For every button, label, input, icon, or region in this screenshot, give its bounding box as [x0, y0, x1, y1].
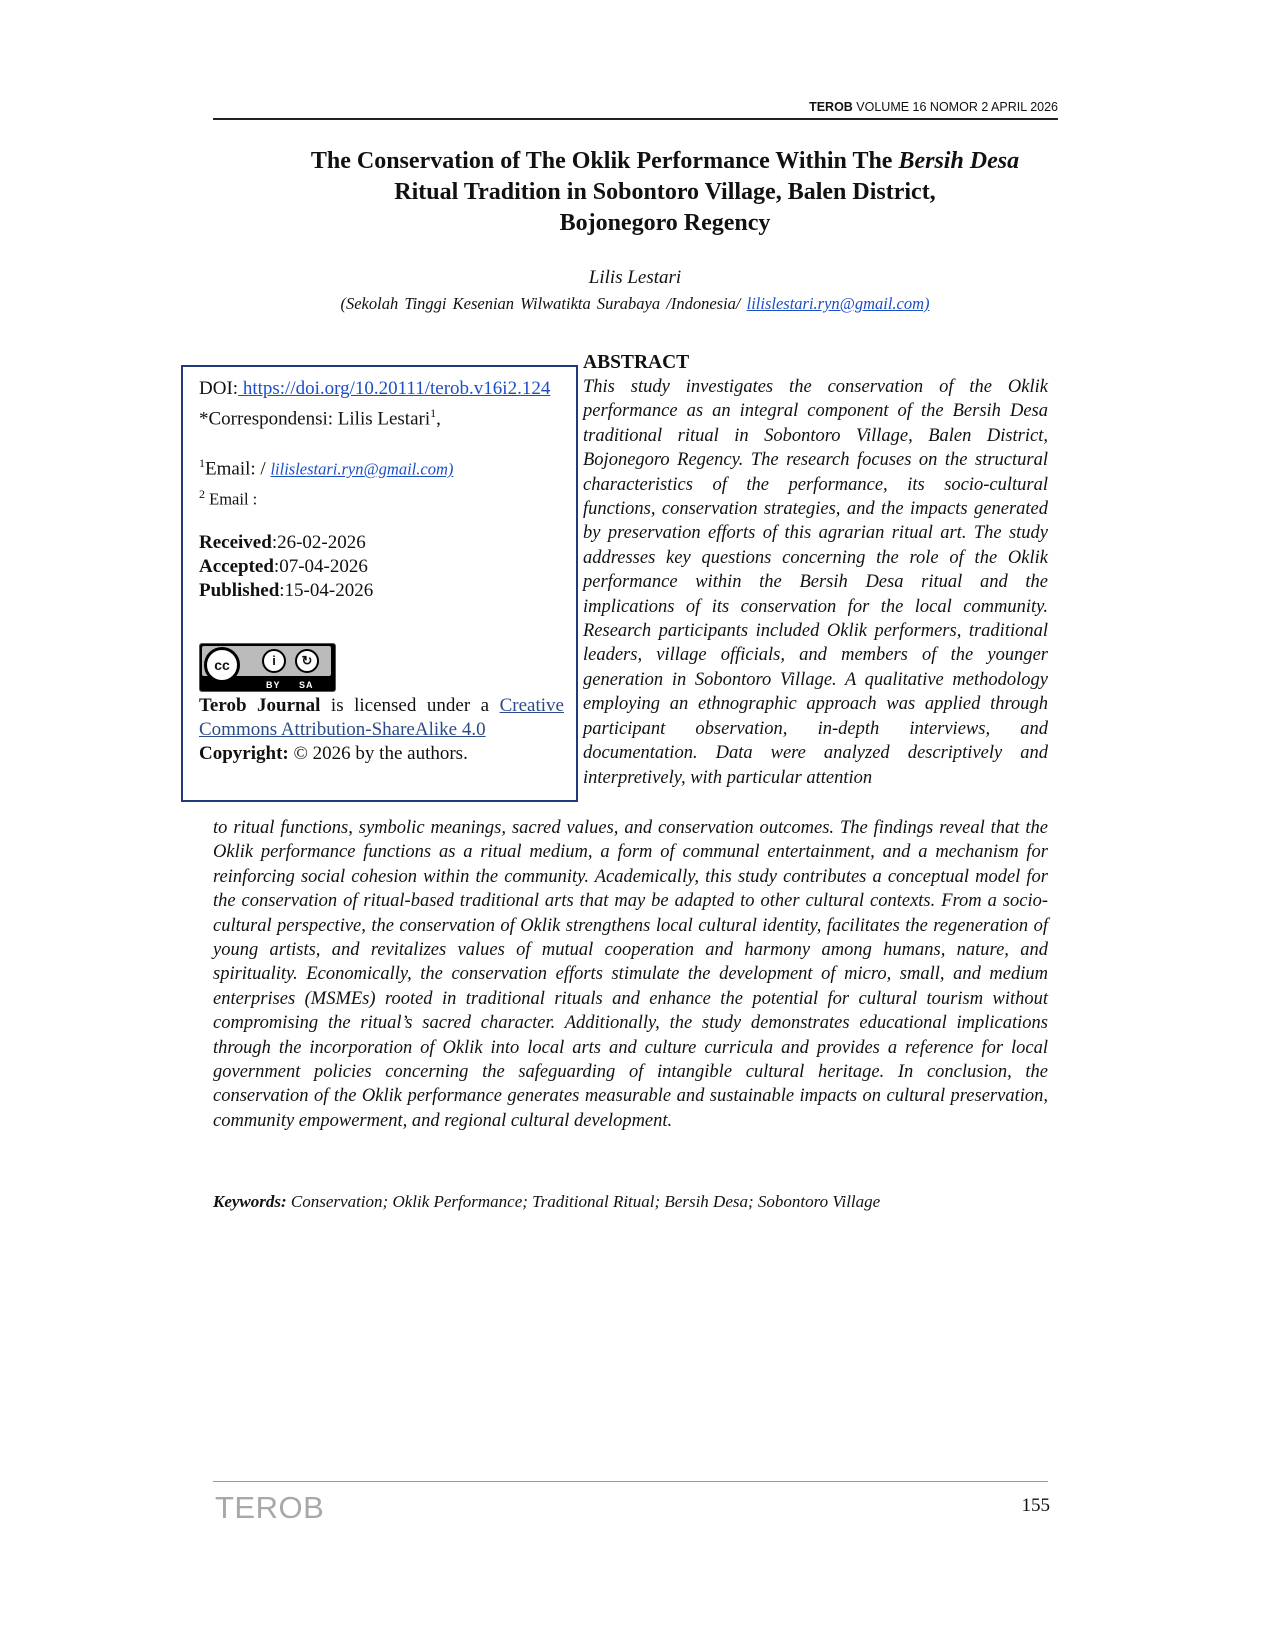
email1-sup: 1 — [199, 456, 205, 471]
license-statement: Terob Journal is licensed under a Creati… — [199, 694, 564, 742]
copyright-row: Copyright: © 2026 by the authors. — [199, 742, 576, 766]
attribution-person-icon: i — [262, 649, 286, 674]
title-line-2: Ritual Tradition in Sobontoro Village, B… — [394, 179, 936, 205]
issue-info: VOLUME 16 NOMOR 2 APRIL 2026 — [856, 100, 1058, 114]
email1-link[interactable]: lilislestari.ryn@gmail.com) — [270, 459, 454, 479]
abstract-text-column: This study investigates the conservation… — [583, 377, 1048, 788]
email1-row: 1Email: / lilislestari.ryn@gmail.com) — [199, 451, 576, 481]
keywords-value: Conservation; Oklik Performance; Traditi… — [286, 1192, 881, 1211]
license-link[interactable]: Creative Commons Attribution-ShareAlike … — [199, 695, 564, 741]
sharealike-icon: ↻ — [295, 649, 319, 674]
keywords-label: Keywords: — [213, 1192, 287, 1211]
license-text: is licensed under a — [320, 695, 500, 717]
received-value: :26-02-2026 — [271, 532, 366, 554]
paper-title: The Conservation of The Oklik Performanc… — [240, 146, 1090, 239]
email1-label: Email: / — [205, 458, 271, 480]
received-label: Received — [199, 532, 272, 554]
footer-divider — [213, 1481, 1048, 1482]
abstract-heading: ABSTRACT — [583, 352, 690, 373]
accepted-row: Accepted:07-04-2026 — [199, 555, 576, 579]
copyright-text: © 2026 by the authors. — [288, 743, 468, 765]
copyright-label: Copyright: — [199, 743, 289, 765]
cc-by-label: BY — [266, 680, 281, 691]
doi-label: DOI: — [199, 378, 239, 399]
title-line-3: Bojonegoro Regency — [559, 210, 771, 236]
email2-sup: 2 — [199, 486, 205, 501]
doi-row: DOI: https://doi.org/10.20111/terob.v16i… — [199, 377, 576, 401]
published-value: :15-04-2026 — [279, 580, 374, 602]
correspondence-row: *Correspondensi: Lilis Lestari1, — [199, 401, 576, 431]
page-number: 155 — [1021, 1495, 1051, 1516]
correspondence-label: *Correspondensi: Lilis Lestari — [199, 408, 431, 430]
article-info-box: DOI: https://doi.org/10.20111/terob.v16i… — [181, 365, 578, 802]
cc-by-sa-badge-icon[interactable]: cc i ↻ BY SA — [199, 643, 336, 693]
received-row: Received:26-02-2026 — [199, 531, 576, 555]
author-name: Lilis Lestari — [588, 267, 682, 288]
author-email-link[interactable]: lilislestari.ryn@gmail.com) — [746, 294, 930, 313]
author-affiliation: (Sekolah Tinggi Kesenian Wilwatikta Sura… — [240, 294, 1030, 314]
running-head: TEROB VOLUME 16 NOMOR 2 APRIL 2026 — [213, 100, 1058, 120]
footer-brand: TEROB — [215, 1490, 325, 1525]
affiliation-text: (Sekolah Tinggi Kesenian Wilwatikta Sura… — [340, 294, 747, 313]
license-journal: Terob Journal — [199, 695, 321, 717]
journal-name: TEROB — [809, 100, 853, 114]
title-line-1: The Conservation of The Oklik Performanc… — [310, 148, 899, 174]
abstract-text-full: to ritual functions, symbolic meanings, … — [213, 818, 1048, 1131]
title-line-1-italic: Bersih Desa — [898, 148, 1020, 174]
accepted-label: Accepted — [199, 556, 274, 578]
correspondence-sup: 1 — [430, 406, 437, 420]
cc-sa-label: SA — [299, 680, 314, 691]
email2-label: Email : — [205, 489, 258, 509]
doi-link[interactable]: https://doi.org/10.20111/terob.v16i2.124 — [238, 378, 551, 399]
correspondence-tail: , — [436, 408, 441, 430]
keywords: Keywords: Conservation; Oklik Performanc… — [213, 1192, 1048, 1212]
published-label: Published — [199, 580, 280, 602]
email2-row: 2 Email : — [199, 482, 576, 512]
accepted-value: :07-04-2026 — [273, 556, 368, 578]
published-row: Published:15-04-2026 — [199, 579, 576, 603]
cc-logo-icon: cc — [204, 647, 240, 684]
